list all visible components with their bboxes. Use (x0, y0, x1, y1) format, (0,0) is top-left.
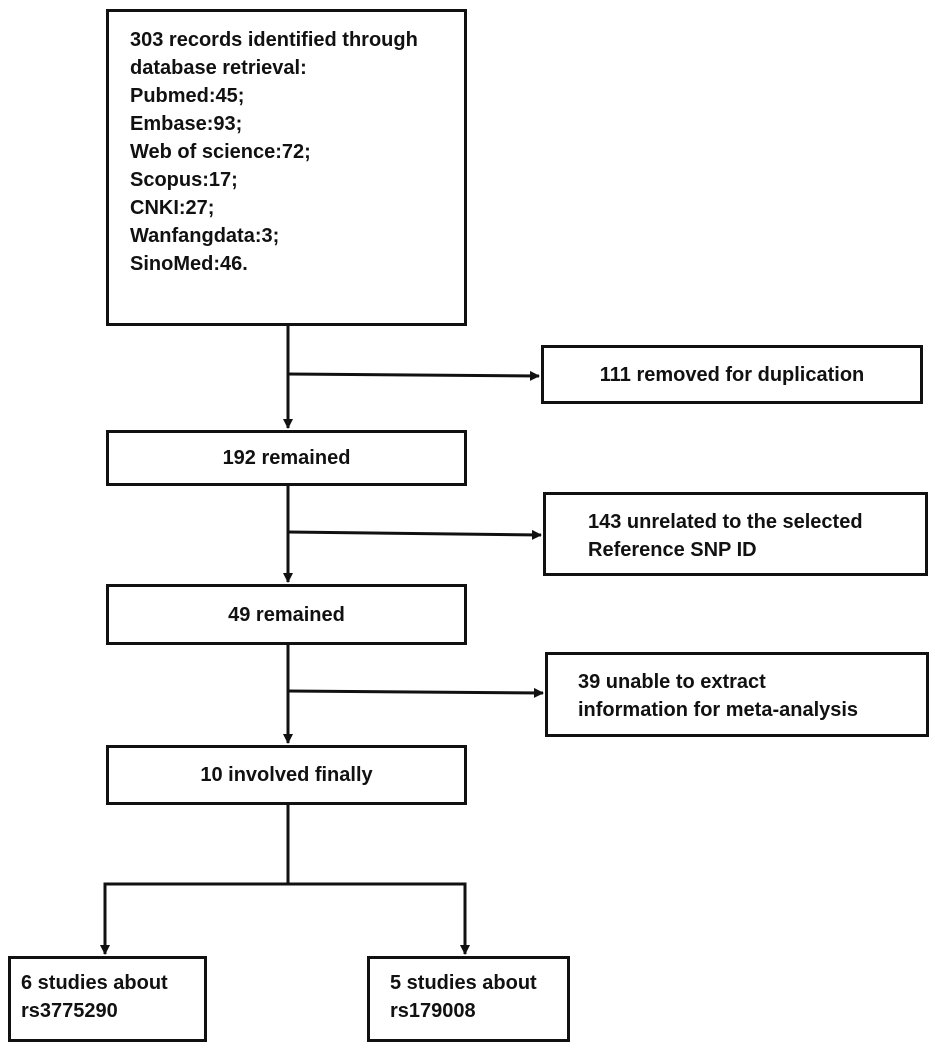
branch-bar (103, 882, 467, 953)
final-box: 10 involved finally (106, 745, 467, 805)
arrow-to-no-data (287, 687, 544, 698)
outcome-right-text: 5 studies about rs179008 (390, 972, 537, 1022)
duplicates-text: 111 removed for duplication (599, 363, 865, 386)
unrelated-text: 143 unrelated to the selected Reference … (588, 511, 863, 561)
identification-text: 303 records identified through database … (130, 29, 418, 275)
remained-49-text: 49 remained (228, 603, 345, 626)
remained-192-box: 192 remained (106, 430, 467, 486)
remained-192-text: 192 remained (222, 447, 351, 469)
identification-box: 303 records identified through database … (106, 9, 467, 326)
final-text: 10 involved finally (200, 764, 373, 786)
remained-49-box: 49 remained (106, 584, 467, 645)
arrow-to-unrelated (287, 529, 542, 540)
outcome-right-box: 5 studies about rs179008 (367, 956, 570, 1042)
no-data-text: 39 unable to extract information for met… (578, 671, 859, 721)
arrow-to-duplicates (287, 370, 540, 381)
outcome-left-box: 6 studies about rs3775290 (8, 956, 207, 1042)
unrelated-box: 143 unrelated to the selected Reference … (543, 492, 928, 576)
duplicates-box: 111 removed for duplication (541, 345, 923, 404)
outcome-left-text: 6 studies about rs3775290 (21, 972, 168, 1022)
no-data-box: 39 unable to extract information for met… (545, 652, 929, 737)
